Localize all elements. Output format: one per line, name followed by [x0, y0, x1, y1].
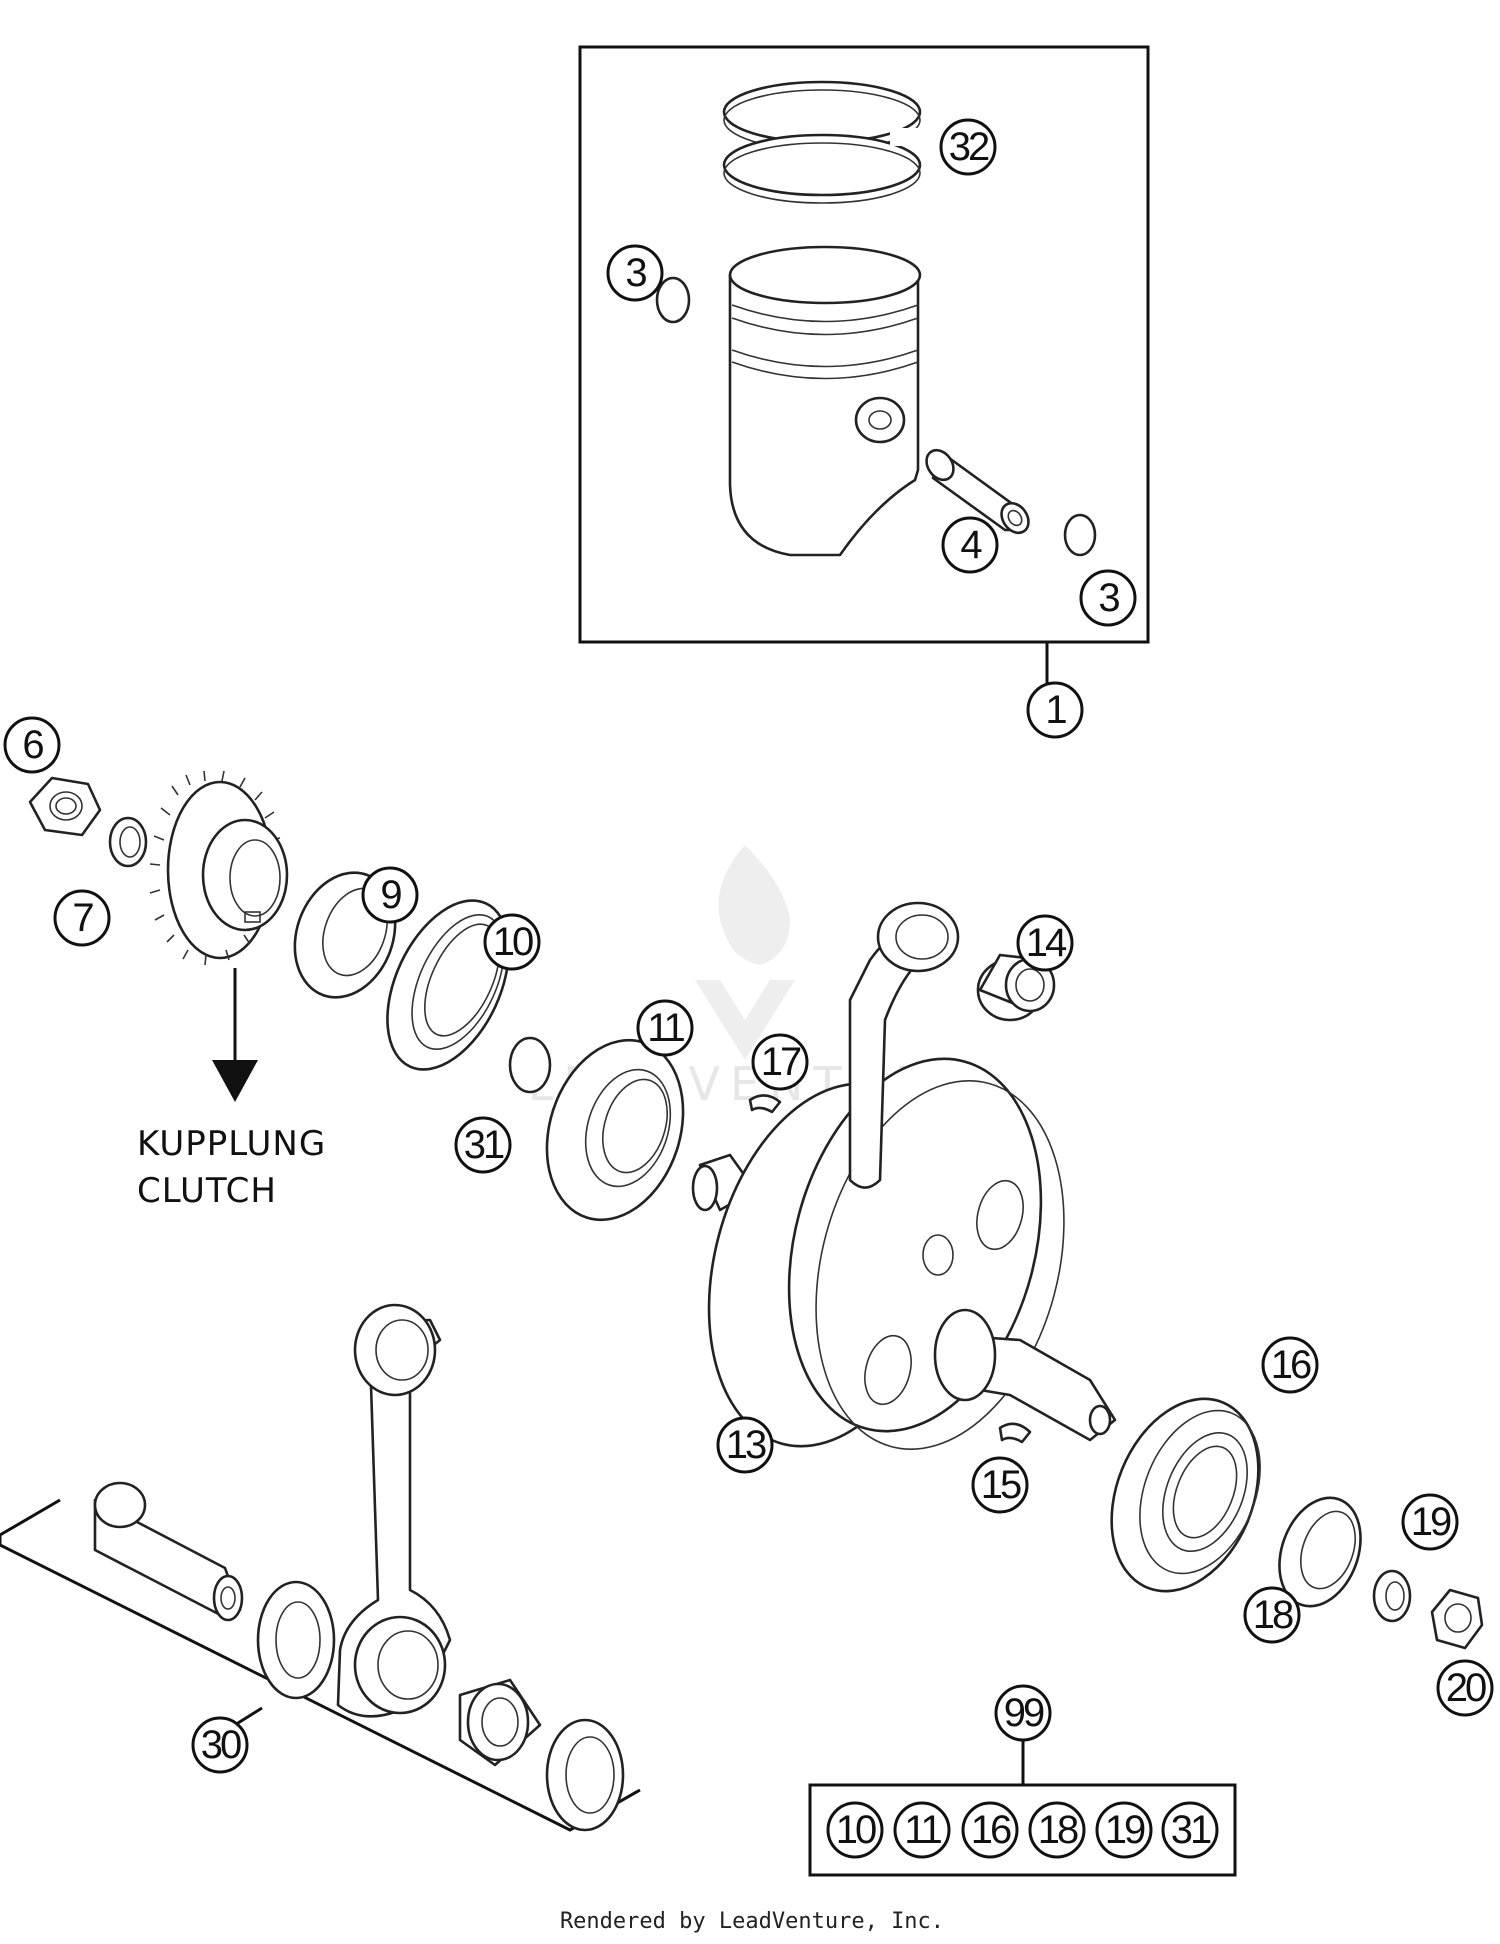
callout-7-label: 7	[72, 896, 93, 940]
callout-7[interactable]: 7	[53, 889, 111, 947]
nut	[28, 776, 102, 837]
o-ring	[508, 1036, 552, 1094]
callout-9[interactable]: 9	[361, 866, 419, 924]
callout-99[interactable]: 99	[994, 1684, 1052, 1742]
callout-1[interactable]: 1	[1026, 681, 1084, 739]
main-bearing-right	[1110, 1397, 1261, 1593]
flame-logo-icon	[718, 845, 790, 965]
piston-kit-group	[578, 45, 1150, 683]
callout-14[interactable]: 14	[1016, 914, 1074, 972]
callout-17-label: 17	[761, 1040, 801, 1084]
callout-13-label: 13	[726, 1423, 766, 1467]
woodruff-key-top	[748, 1094, 782, 1114]
clutch-arrow	[212, 968, 258, 1102]
piston-kit-box	[578, 45, 1150, 644]
kit-item-31[interactable]: 31	[1161, 1801, 1219, 1859]
kit-item-10[interactable]: 10	[826, 1801, 884, 1859]
spacer-right	[1278, 1496, 1362, 1608]
kit-item-31-label: 31	[1171, 1808, 1211, 1852]
callout-4-label: 4	[960, 523, 982, 567]
callout-16-label: 16	[1271, 1343, 1311, 1387]
piston-pin	[925, 448, 1030, 535]
callout-1-label: 1	[1045, 688, 1066, 732]
callout-19-label: 19	[1411, 1500, 1451, 1544]
main-bearing-left	[545, 1038, 685, 1222]
callout-9-label: 9	[380, 873, 401, 917]
callout-3-left-label: 3	[625, 251, 646, 295]
callout-13[interactable]: 13	[716, 1416, 774, 1474]
kit-item-11[interactable]: 11	[893, 1801, 951, 1859]
clutch-label-german: KUPPLUNG	[137, 1124, 326, 1164]
callout-17[interactable]: 17	[751, 1033, 809, 1091]
piston	[728, 245, 922, 557]
circlip-right	[1063, 513, 1097, 557]
kit-item-16-label: 16	[971, 1808, 1011, 1852]
callout-32-label: 32	[949, 125, 989, 169]
callout-15[interactable]: 15	[971, 1456, 1029, 1514]
kit-item-19-label: 19	[1105, 1808, 1145, 1852]
callout-31[interactable]: 31	[454, 1116, 512, 1174]
repair-kit-box	[808, 1783, 1237, 1877]
callout-4[interactable]: 4	[941, 516, 999, 574]
kit-item-11-label: 11	[904, 1808, 941, 1852]
callout-11[interactable]: 11	[636, 999, 694, 1057]
callout-3-left[interactable]: 3	[606, 244, 664, 302]
callout-11-label: 11	[647, 1006, 684, 1050]
callout-20[interactable]: 20	[1436, 1659, 1494, 1717]
callout-20-label: 20	[1446, 1666, 1486, 1710]
crankshaft	[691, 901, 1117, 1450]
kit-item-10-label: 10	[836, 1808, 876, 1852]
callout-18[interactable]: 18	[1243, 1586, 1301, 1644]
shaft-seal	[386, 899, 510, 1071]
repair-kit-group: 10 11 16 18 19 31	[808, 1740, 1237, 1877]
callout-6-label: 6	[22, 723, 43, 767]
kit-item-16[interactable]: 16	[961, 1801, 1019, 1859]
primary-gear	[149, 770, 289, 966]
callout-3-right[interactable]: 3	[1079, 569, 1137, 627]
callout-31-label: 31	[464, 1123, 504, 1167]
circlip-left	[655, 276, 691, 324]
footer-credit: Rendered by LeadVenture, Inc.	[560, 1909, 944, 1934]
lock-washer-right	[1372, 1569, 1412, 1623]
callout-32[interactable]: 32	[939, 118, 997, 176]
lock-washer	[108, 816, 148, 868]
callout-18-label: 18	[1253, 1593, 1293, 1637]
kit-item-18-label: 18	[1038, 1808, 1078, 1852]
kit-item-18[interactable]: 18	[1028, 1801, 1086, 1859]
callout-3-right-label: 3	[1098, 576, 1119, 620]
callout-6[interactable]: 6	[3, 716, 61, 774]
callout-16[interactable]: 16	[1261, 1336, 1319, 1394]
callout-15-label: 15	[981, 1463, 1021, 1507]
callout-19[interactable]: 19	[1401, 1493, 1459, 1551]
callout-30-label: 30	[201, 1723, 241, 1767]
nut-right	[1430, 1588, 1484, 1650]
woodruff-key-bottom	[998, 1422, 1032, 1444]
callout-14-label: 14	[1026, 921, 1067, 965]
connecting-rod-kit	[0, 1303, 641, 1832]
piston-rings	[722, 80, 930, 204]
v-logo-icon	[695, 980, 795, 1060]
callout-10-label: 10	[493, 920, 533, 964]
callout-30[interactable]: 30	[191, 1716, 249, 1774]
clutch-label-english: CLUTCH	[137, 1171, 277, 1211]
callout-10[interactable]: 10	[483, 913, 541, 971]
kit-item-19[interactable]: 19	[1095, 1801, 1153, 1859]
callout-99-label: 99	[1004, 1691, 1044, 1735]
